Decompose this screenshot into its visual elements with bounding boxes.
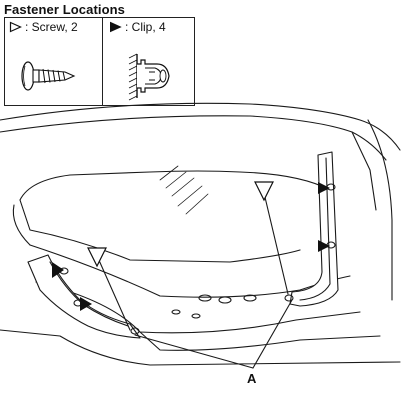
callout-a-label: A bbox=[247, 371, 257, 386]
filled-triangle-icon bbox=[109, 21, 122, 33]
glass-reflection-lines bbox=[159, 165, 209, 215]
clip-marker-right-1 bbox=[318, 182, 330, 194]
bumper-line bbox=[139, 331, 381, 351]
legend-label-screw: : Screw, 2 bbox=[25, 20, 78, 34]
page-title: Fastener Locations bbox=[4, 2, 125, 17]
callout-a-leader-right bbox=[252, 299, 293, 369]
legend-label-clip: : Clip, 4 bbox=[125, 20, 166, 34]
right-screw-hole bbox=[284, 294, 294, 302]
body-right-edge bbox=[367, 119, 393, 301]
glass-bottom bbox=[19, 199, 301, 263]
glass-left-edge bbox=[12, 204, 31, 246]
right-trim-inner-edge bbox=[299, 157, 331, 301]
panel-lower-line bbox=[29, 244, 351, 298]
screw-marker-left bbox=[87, 247, 107, 268]
screw-icon bbox=[21, 61, 76, 91]
left-side-trim bbox=[27, 254, 141, 339]
open-triangle-icon bbox=[9, 21, 22, 33]
clip-icon bbox=[128, 53, 170, 101]
legend-item-clip: : Clip, 4 bbox=[109, 20, 166, 34]
panel-hole-2 bbox=[218, 296, 232, 304]
legend-divider bbox=[102, 18, 103, 105]
panel-bottom-line bbox=[35, 281, 361, 334]
roof-line-outer bbox=[0, 102, 401, 151]
clip-marker-right-2 bbox=[318, 240, 330, 252]
legend-item-screw: : Screw, 2 bbox=[9, 20, 78, 34]
glass-top bbox=[19, 170, 331, 201]
screw-marker-leader-left bbox=[97, 257, 131, 331]
clip-marker-left-2 bbox=[80, 297, 92, 311]
clip-marker-left-1 bbox=[52, 262, 64, 278]
panel-hole-4 bbox=[171, 309, 181, 315]
roof-line-inner bbox=[0, 115, 387, 161]
screw-marker-leader-right bbox=[263, 192, 289, 295]
screw-marker-right bbox=[254, 181, 274, 202]
panel-hole-5 bbox=[191, 313, 201, 319]
pillar-right-edge bbox=[351, 131, 377, 211]
lower-body-line bbox=[0, 329, 401, 366]
panel-hole-1 bbox=[198, 294, 212, 302]
left-screw-hole bbox=[130, 327, 140, 335]
panel-hole-3 bbox=[243, 294, 257, 302]
callout-a-leader-left bbox=[134, 334, 254, 369]
fastener-legend: : Screw, 2 : Clip, 4 bbox=[4, 17, 195, 106]
right-side-trim bbox=[289, 151, 339, 307]
